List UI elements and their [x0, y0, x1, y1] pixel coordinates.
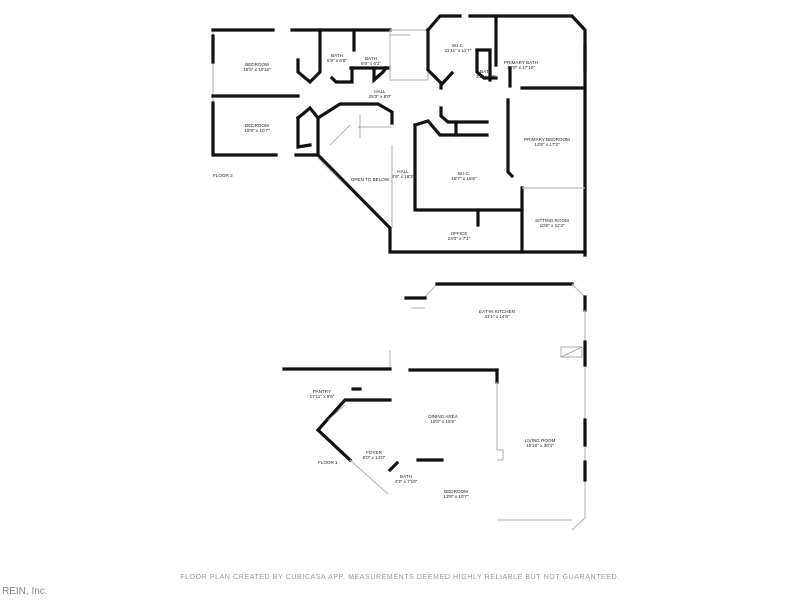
floor-2-label: FLOOR 2 [213, 173, 233, 178]
floor-2-rooms: BEDROOM 16'5" x 10'10" BEDROOM 16'8" x 1… [243, 43, 570, 241]
room-name: OPEN TO BELOW [351, 177, 390, 182]
room-name: BEDROOM [245, 123, 269, 128]
room-dims: 4'8" x 18'3" [392, 174, 415, 179]
room-name: BATH [365, 56, 377, 61]
watermark: REIN, Inc. [2, 586, 48, 597]
room-name: HALL [397, 169, 409, 174]
room-name: HALL [374, 89, 386, 94]
room-dims: 13'8" x 10'7" [443, 494, 469, 499]
room-name: W.I.C. [452, 43, 465, 48]
room-name: PRIMARY BEDROOM [524, 137, 570, 142]
room-dims: 15'10" x 30'1" [526, 443, 554, 448]
room-name: W.I.C. [458, 171, 471, 176]
room-dims: 23'0" x 7'1" [448, 236, 471, 241]
room-dims: 4'3" x 7'10" [395, 479, 418, 484]
room-name: OFFICE [451, 231, 468, 236]
footer-disclaimer: FLOOR PLAN CREATED BY CUBICASA APP. MEAS… [180, 574, 620, 581]
room-dims: 5'9" x 6'1" [361, 61, 381, 66]
room-name: FOYER [366, 450, 383, 455]
room-name: BEDROOM [245, 62, 269, 67]
room-name: DINING AREA [428, 414, 459, 419]
room-name: BATH [331, 53, 343, 58]
room-dims: 11'11" x 11'7" [445, 48, 472, 53]
room-dims: 16'5" x 10'10" [243, 67, 271, 72]
room-name: EAT-IN KITCHEN [479, 309, 515, 314]
room-dims: 13'8" x 17'2" [534, 142, 560, 147]
room-name: PANTRY [313, 389, 331, 394]
room-dims: 10'8" x 11'3" [540, 223, 565, 228]
room-dims: 3'3" x 6'0" [476, 74, 496, 79]
room-dims: 31'1" x 14'8" [484, 314, 510, 319]
room-dims: 16'8" x 10'7" [244, 128, 270, 133]
room-dims: 24'9" x 17'10" [507, 65, 535, 70]
room-name: SITTING ROOM [535, 218, 569, 223]
room-name: BATH [480, 69, 492, 74]
room-dims: 5'8" x 8'8" [327, 58, 347, 63]
room-name: BATH [400, 474, 412, 479]
floor-2-walls [211, 14, 587, 257]
room-dims: 25'3" x 8'0" [369, 94, 392, 99]
room-dims: 8'0" x 14'0" [363, 455, 386, 460]
room-name: PRIMARY BATH [504, 60, 538, 65]
room-dims: 18'7" x 15'6" [451, 176, 477, 181]
floor-1-label: FLOOR 1 [318, 460, 338, 465]
room-dims: 18'6" x 15'5" [430, 419, 456, 424]
room-dims: 17'11" x 8'6" [310, 394, 335, 399]
room-name: BEDROOM [444, 489, 468, 494]
floor-1-rooms: EAT-IN KITCHEN 31'1" x 14'8" PANTRY 17'1… [310, 309, 556, 499]
floor-1-walls [282, 282, 587, 531]
room-name: LIVING ROOM [525, 438, 556, 443]
